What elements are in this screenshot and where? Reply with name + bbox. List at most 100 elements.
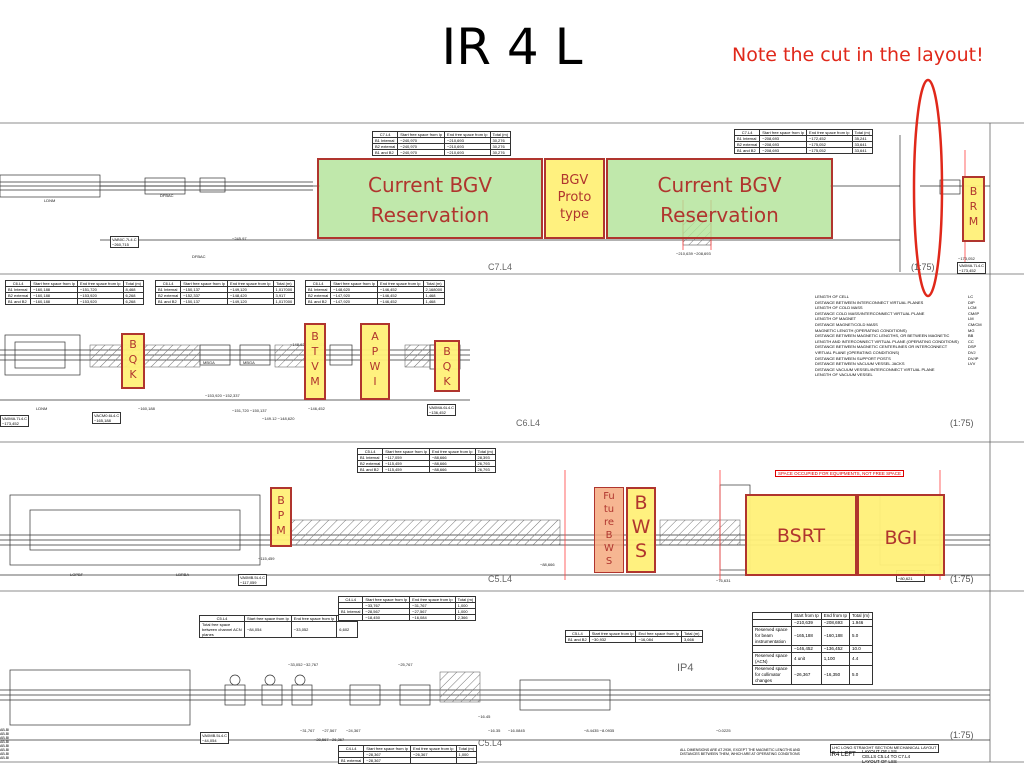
equipment-space-notice: SPACE OCCUPIED FOR EQUIPMENTS, NOT FREE … [775,470,905,477]
table-header [752,612,792,620]
table-cell: −149,120 [227,298,274,305]
apwi-box: A P W I [360,323,390,400]
slide-title: IR 4 L [441,18,583,76]
bgv-prototype: BGV Proto type [544,158,605,239]
dimension-label: −28,567 −26,367 [314,737,345,742]
legend-note: DISTANCE BETWEEN VACUUM VESSEL JACKS [815,361,905,367]
table-cell: B1 Internal [371,137,399,144]
legend-code: CC [968,338,974,344]
table-cell: −146,452 [791,645,822,653]
revision-block: AB-BI AB-BI AB-BI AB-BI AB-BI AB-BI AB-B… [0,728,9,760]
legend-code: LVV [968,361,976,367]
table-cell: −16,084 [409,614,456,621]
scale-label: (1:75) [950,574,974,584]
element-label: MBGA [203,360,215,365]
table-cell: −175,052 [806,147,853,154]
revision-entry: AB-BI [0,744,10,748]
table-cell: B2 external [4,292,32,299]
table-header: End free space from Ip [429,448,476,455]
cut-ellipse [912,78,944,298]
table-cell [410,757,457,764]
table-header: Start free space from Ip [588,630,637,637]
table-cell: 26,793 [474,466,497,473]
dimension-label: −16.0845 [508,728,525,733]
dimension-label: −27,567 [322,728,337,733]
dimension-label: −33,052 −32,767 [288,662,319,667]
revision-entry: AB-BI [0,748,10,752]
legend-note: LENGTH OF VACUUM VESSEL [815,372,873,378]
dimension-label: −24,367 [346,728,361,733]
table-cell: −84,054 [244,621,292,638]
table-cell: −147,920 [330,298,379,305]
table-cell: B2 external [356,460,384,467]
table-cell: Total free space between channel ACN pla… [199,621,245,638]
legend-code: DIP [968,299,975,305]
table-cell: 33,641 [851,147,874,154]
legend-codes: LC DIP LCM CM/IP LM CM/CM MG BB CC DSP D… [968,294,982,367]
table-header: Start free space from Ip [244,615,292,622]
table-cell: B1 external [337,757,365,764]
table-header: End from Ip [820,612,851,620]
table-header: End free space from Ip [227,280,274,287]
dimension-label: −8.4435 −8.0935 [584,728,615,733]
cell-label: IP4 [677,662,694,674]
table-cell: −165,188 [791,626,822,646]
dimension-label: −25,767 [398,662,413,667]
table-header: Total (m) [851,129,874,136]
table-header: End free space from Ip [77,280,124,287]
vacuum-tag: VA0MB.5L4.C −44,054 [200,732,230,744]
dimension-label: −88,666 [540,562,555,567]
vacuum-tag: VA0MB.5L4.C −117,059 [238,574,268,586]
legend-code: DSP [968,344,977,350]
dimension-label: −151,720 −150,137 [232,408,267,413]
panel-c4-art [0,669,990,741]
table-header: Total (m) [680,630,703,637]
element-label: LDNM [36,406,48,411]
table-cell: B1 and B2 [356,466,384,473]
element-label: LBRBA [176,572,190,577]
table-header: Total (m) [454,596,477,603]
future-bws-box: Fu tu re B W S [594,487,624,573]
table-cell: 2,168000 [422,286,446,293]
table-cell [337,614,364,621]
table-cell: B2 external [154,292,182,299]
table-header: Total (m) [489,131,512,138]
revision-entry: AB-BI [0,752,10,756]
table-cell: Reserved space (ACN) [752,652,792,666]
table-header: Total (m) [455,745,478,752]
table-cell: B1 and B2 [154,298,182,305]
table-cell: −240,970 [397,149,446,156]
table-cell: B1 Internal [733,135,761,142]
revision-entry: AB-BI [0,756,10,760]
legend-note: LENGTH AND INTERCONNECT VIRTUAL PLANE (O… [815,338,959,344]
table-cell: −18,450 [362,614,411,621]
table-cell [752,645,792,653]
legend-code: LCM [968,305,977,311]
table-cell: B1 Internal [337,608,364,615]
table-header: Total (m) [849,612,873,620]
table-cell: B1 Internal [154,286,182,293]
revision-entry: AB-BI [0,740,10,744]
table-header: End free space from Ip [409,596,456,603]
table-cell: B1 Internal [356,454,384,461]
title-block-layout: LAYOUT OF LSS CELLS C5.L4 TO C7.L4 LAYOU… [862,749,911,764]
vacuum-tag: VAB0C.7L4.C −260,715 [110,236,139,248]
cut-note: Note the cut in the layout! [732,44,984,66]
table-cell: −26,367 [791,665,822,685]
panel-c7-art [0,135,990,272]
table-cell: −146,452 [377,298,424,305]
table-header: Start free space from Ip [363,745,412,752]
table-cell [752,619,792,627]
table-cell: −33,052 [290,621,338,638]
table-cell [455,757,478,764]
table-cell: B1 and B2 [371,149,399,156]
legend-code: CM/CM [968,321,982,327]
element-label: MBGA [243,360,255,365]
table-cell: 6,268 [122,298,145,305]
table-cell: B2 external [304,292,332,299]
